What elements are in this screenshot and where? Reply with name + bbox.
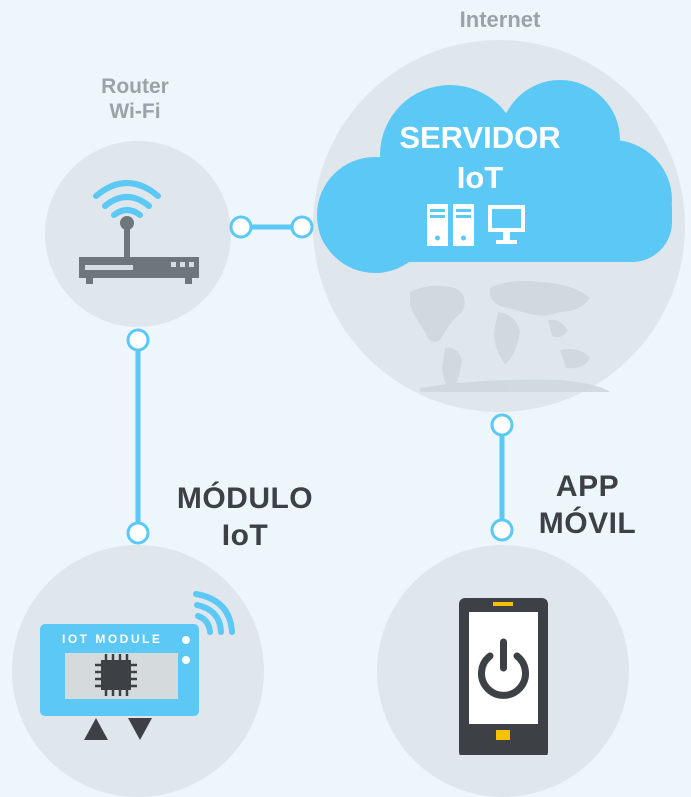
internet-label: Internet <box>459 7 541 32</box>
router-label: Router Wi-Fi <box>60 74 210 124</box>
module-label: MÓDULO IoT <box>150 480 340 554</box>
monitor-icon <box>488 205 525 244</box>
module-board-text: IOT MODULE <box>62 632 163 646</box>
app-label-line1: APP <box>555 470 620 503</box>
app-label-line2: MÓVIL <box>538 507 637 540</box>
router-circle <box>45 141 231 327</box>
diagram-graphics <box>40 80 672 755</box>
wifi-signal-icon <box>193 591 235 635</box>
app-label: APP MÓVIL <box>500 468 675 542</box>
world-map-icon <box>410 280 610 392</box>
smartphone-icon <box>459 598 548 755</box>
router-label-line1: Router <box>101 75 169 98</box>
chip-icon <box>95 654 137 696</box>
module-label-line2: IoT <box>221 519 269 552</box>
arrow-up-icon <box>84 718 108 740</box>
wifi-router-icon <box>79 180 199 284</box>
module-label-line1: MÓDULO <box>176 482 314 515</box>
cloud-shape <box>317 80 672 273</box>
server-label: SERVIDOR IoT <box>360 118 600 198</box>
server-rack-icon <box>427 204 474 246</box>
connector-router-cloud <box>229 215 314 239</box>
server-label-line1: SERVIDOR <box>399 120 561 155</box>
connector-router-module <box>126 328 150 545</box>
server-label-line2: IoT <box>456 160 504 195</box>
power-icon <box>478 638 529 699</box>
connector-cloud-app <box>490 413 514 542</box>
arrow-down-icon <box>128 718 152 740</box>
router-label-line2: Wi-Fi <box>109 100 161 123</box>
